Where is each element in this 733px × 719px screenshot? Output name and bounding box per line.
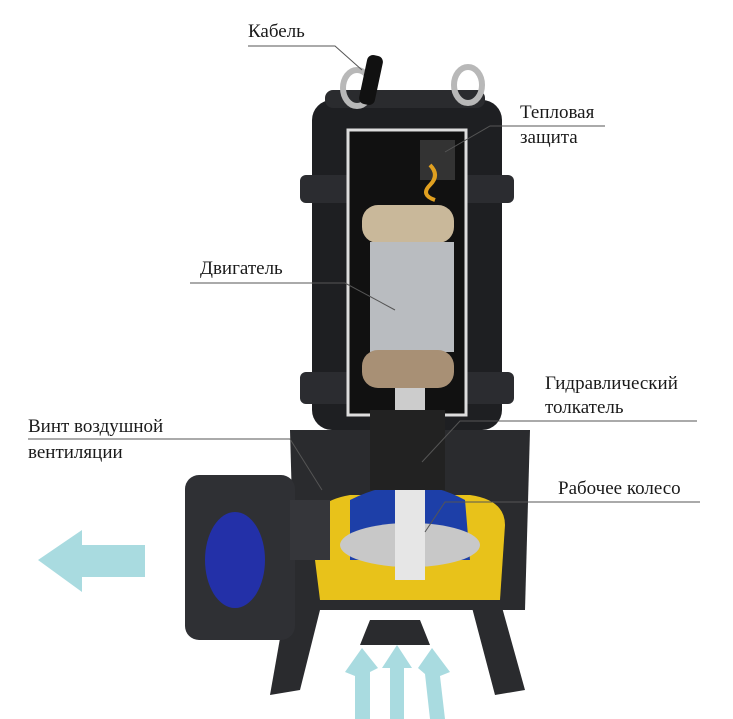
label-thermal-protection-line2: защита	[520, 127, 578, 148]
discharge-flange	[185, 475, 330, 640]
label-cable: Кабель	[248, 21, 305, 42]
motor-cutaway	[346, 128, 468, 428]
label-hydraulic-pusher-line1: Гидравлический	[545, 373, 678, 394]
label-thermal-protection-line1: Тепловая	[520, 102, 595, 123]
leader-lines	[28, 45, 700, 533]
label-hydraulic-pusher-line2: толкатель	[545, 397, 624, 418]
label-vent-screw-line2: вентиляции	[28, 442, 123, 463]
outlet-flow-arrow	[38, 530, 145, 592]
inlet-flow-arrows	[345, 645, 450, 719]
pump-casing	[290, 410, 530, 610]
label-vent-screw-line1: Винт воздушной	[28, 416, 164, 437]
label-impeller: Рабочее колесо	[558, 478, 681, 499]
label-motor: Двигатель	[200, 258, 283, 279]
cable-gland	[359, 54, 383, 106]
